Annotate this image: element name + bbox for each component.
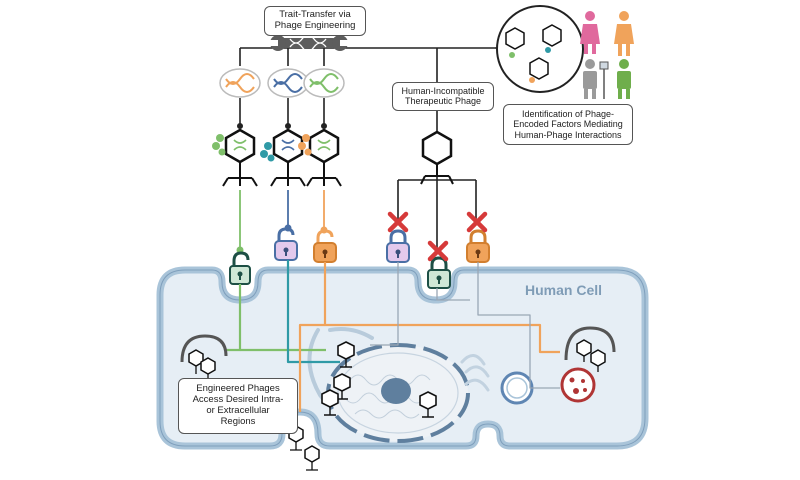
dna-helix-icon	[303, 68, 345, 98]
dna-helix-icon	[267, 68, 309, 98]
bacteriophage-icon	[298, 128, 342, 187]
closed-padlock-icon	[427, 256, 451, 289]
human-figures-icon	[580, 11, 634, 99]
open-padlock-icon	[313, 229, 337, 263]
phage-lock-connectors	[239, 190, 325, 248]
nucleus	[326, 343, 470, 443]
golgi-apparatus	[460, 354, 490, 392]
engineered-phages-label: Engineered Phages Access Desired Intra- …	[178, 378, 298, 434]
identification-circle	[495, 5, 584, 93]
label-line: Human-Phage Interactions	[514, 129, 622, 140]
bacteriophage-icon	[333, 373, 351, 400]
human-incompatible-label: Human-Incompatible Therapeutic Phage	[392, 82, 494, 111]
bacteriophage-icon	[260, 128, 306, 187]
closed-padlock-icon	[386, 229, 410, 263]
bacteriophage-icon	[419, 391, 437, 418]
trait-transfer-label: Trait-Transfer via Phage Engineering	[264, 6, 366, 36]
label-line: Human-Incompatible	[401, 86, 485, 96]
endosome	[564, 326, 616, 372]
label-line: Access Desired Intra-	[192, 393, 284, 405]
red-x-icon	[387, 211, 409, 233]
red-x-icon	[466, 211, 488, 233]
label-line: or Extracellular	[206, 404, 270, 416]
identification-label: Identification of Phage- Encoded Factors…	[503, 104, 633, 146]
bacteriophage-icon	[321, 389, 339, 416]
bacteriophage-icon	[420, 130, 454, 185]
intracellular-pathways	[225, 260, 560, 412]
human-cell-title: Human Cell	[525, 282, 603, 298]
label-line: Identification of Phage-	[521, 109, 615, 119]
vesicle-empty	[500, 371, 534, 405]
label-line: Phage Engineering	[274, 19, 356, 31]
wrench-dna-icon	[268, 34, 350, 52]
open-padlock-icon	[229, 251, 251, 285]
label-line: Regions	[220, 415, 256, 427]
bacteriophage-icon	[304, 445, 320, 471]
bacteriophage-icon	[337, 341, 355, 368]
endosome	[180, 334, 228, 380]
red-x-icon	[427, 240, 449, 262]
nucleolus	[381, 378, 411, 404]
label-line: Engineered Phages	[196, 383, 280, 394]
label-line: Trait-Transfer via	[279, 9, 351, 20]
tree-connectors	[239, 47, 495, 248]
closed-padlock-icon	[466, 229, 490, 263]
bacteriophage-icon	[212, 128, 258, 187]
lysosome	[560, 367, 596, 403]
dna-helix-icon	[219, 68, 261, 98]
label-line: Therapeutic Phage	[404, 96, 482, 107]
label-line: Encoded Factors Mediating	[513, 119, 623, 130]
open-padlock-icon	[274, 227, 298, 261]
